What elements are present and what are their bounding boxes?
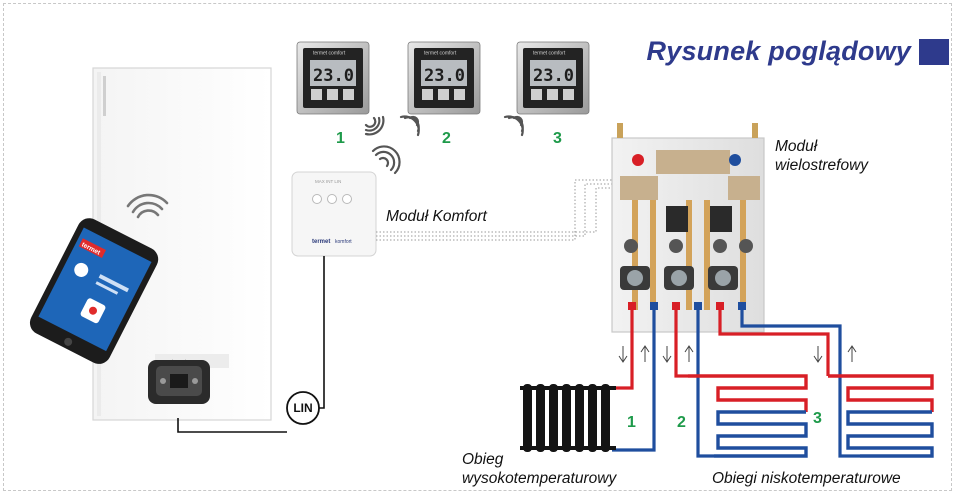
- circuit-2-number: 2: [677, 414, 686, 431]
- svg-text:termet comfort: termet comfort: [424, 51, 457, 57]
- lin-cable-boiler: [177, 418, 287, 433]
- multizone-label-line2: wielostrefowy: [775, 157, 869, 174]
- svg-text:termet comfort: termet comfort: [313, 51, 346, 57]
- pipe-circuit-2: [674, 310, 714, 458]
- low-temp-circuits-label: Obiegi niskotemperaturowe: [712, 470, 901, 487]
- thermostat-2-number: 2: [442, 130, 451, 147]
- wifi-signal-icon: [364, 115, 385, 136]
- high-temp-circuit-label-line2: wysokotemperaturowy: [462, 470, 617, 487]
- diagram-title: Rysunek poglądowy: [646, 36, 911, 66]
- floor-heating-coil-icon: [688, 374, 808, 458]
- thermostat-3-number: 3: [553, 130, 562, 147]
- data-link-dotted: [376, 179, 616, 241]
- wifi-signal-icon: [126, 193, 169, 219]
- title-accent-bar: [919, 38, 949, 65]
- lin-label: LIN: [293, 401, 313, 415]
- thermostat-2-display: 23.0: [424, 66, 465, 86]
- thermostat-1-display: 23.0: [313, 66, 354, 86]
- svg-text:termet: termet: [312, 239, 330, 245]
- circuit-3-number: 3: [813, 410, 822, 427]
- floor-heating-coil-icon: [828, 374, 934, 458]
- komfort-module-device: MAX INT LIN termet komfort: [291, 171, 377, 257]
- wifi-signal-icon: [371, 145, 401, 175]
- multizone-label-line1: Moduł: [775, 138, 818, 155]
- multizone-module-cabinet: [611, 123, 765, 333]
- svg-text:komfort: komfort: [335, 239, 352, 245]
- thermostat-icon: termet comfort: [296, 41, 370, 115]
- high-temp-circuit-label-line1: Obieg: [462, 451, 504, 468]
- diagram-border: [3, 3, 952, 491]
- radiator-icon: [520, 384, 616, 452]
- thermostat-3-display: 23.0: [533, 66, 574, 86]
- thermostat-icon: termet comfort: [516, 41, 590, 115]
- boiler-side-text: [103, 76, 106, 116]
- flow-arrows: [618, 345, 857, 363]
- pipe-circuit-1: [612, 310, 656, 452]
- lin-badge: [286, 391, 320, 425]
- pipe-circuit-3: [718, 310, 860, 458]
- thermostat-1-number: 1: [336, 130, 345, 147]
- svg-text:MAX INT LIN: MAX INT LIN: [315, 179, 341, 184]
- komfort-module-label: Moduł Komfort: [386, 208, 487, 225]
- svg-text:termet comfort: termet comfort: [533, 51, 566, 57]
- diagram-header: Rysunek poglądowy: [647, 36, 949, 67]
- thermostat-icon: termet comfort: [407, 41, 481, 115]
- wifi-signal-icon: [503, 115, 524, 137]
- wifi-signal-icon: [399, 115, 420, 137]
- phone-app-icon: termet: [29, 218, 159, 364]
- lin-cable: [312, 256, 325, 409]
- circuit-1-number: 1: [627, 414, 636, 431]
